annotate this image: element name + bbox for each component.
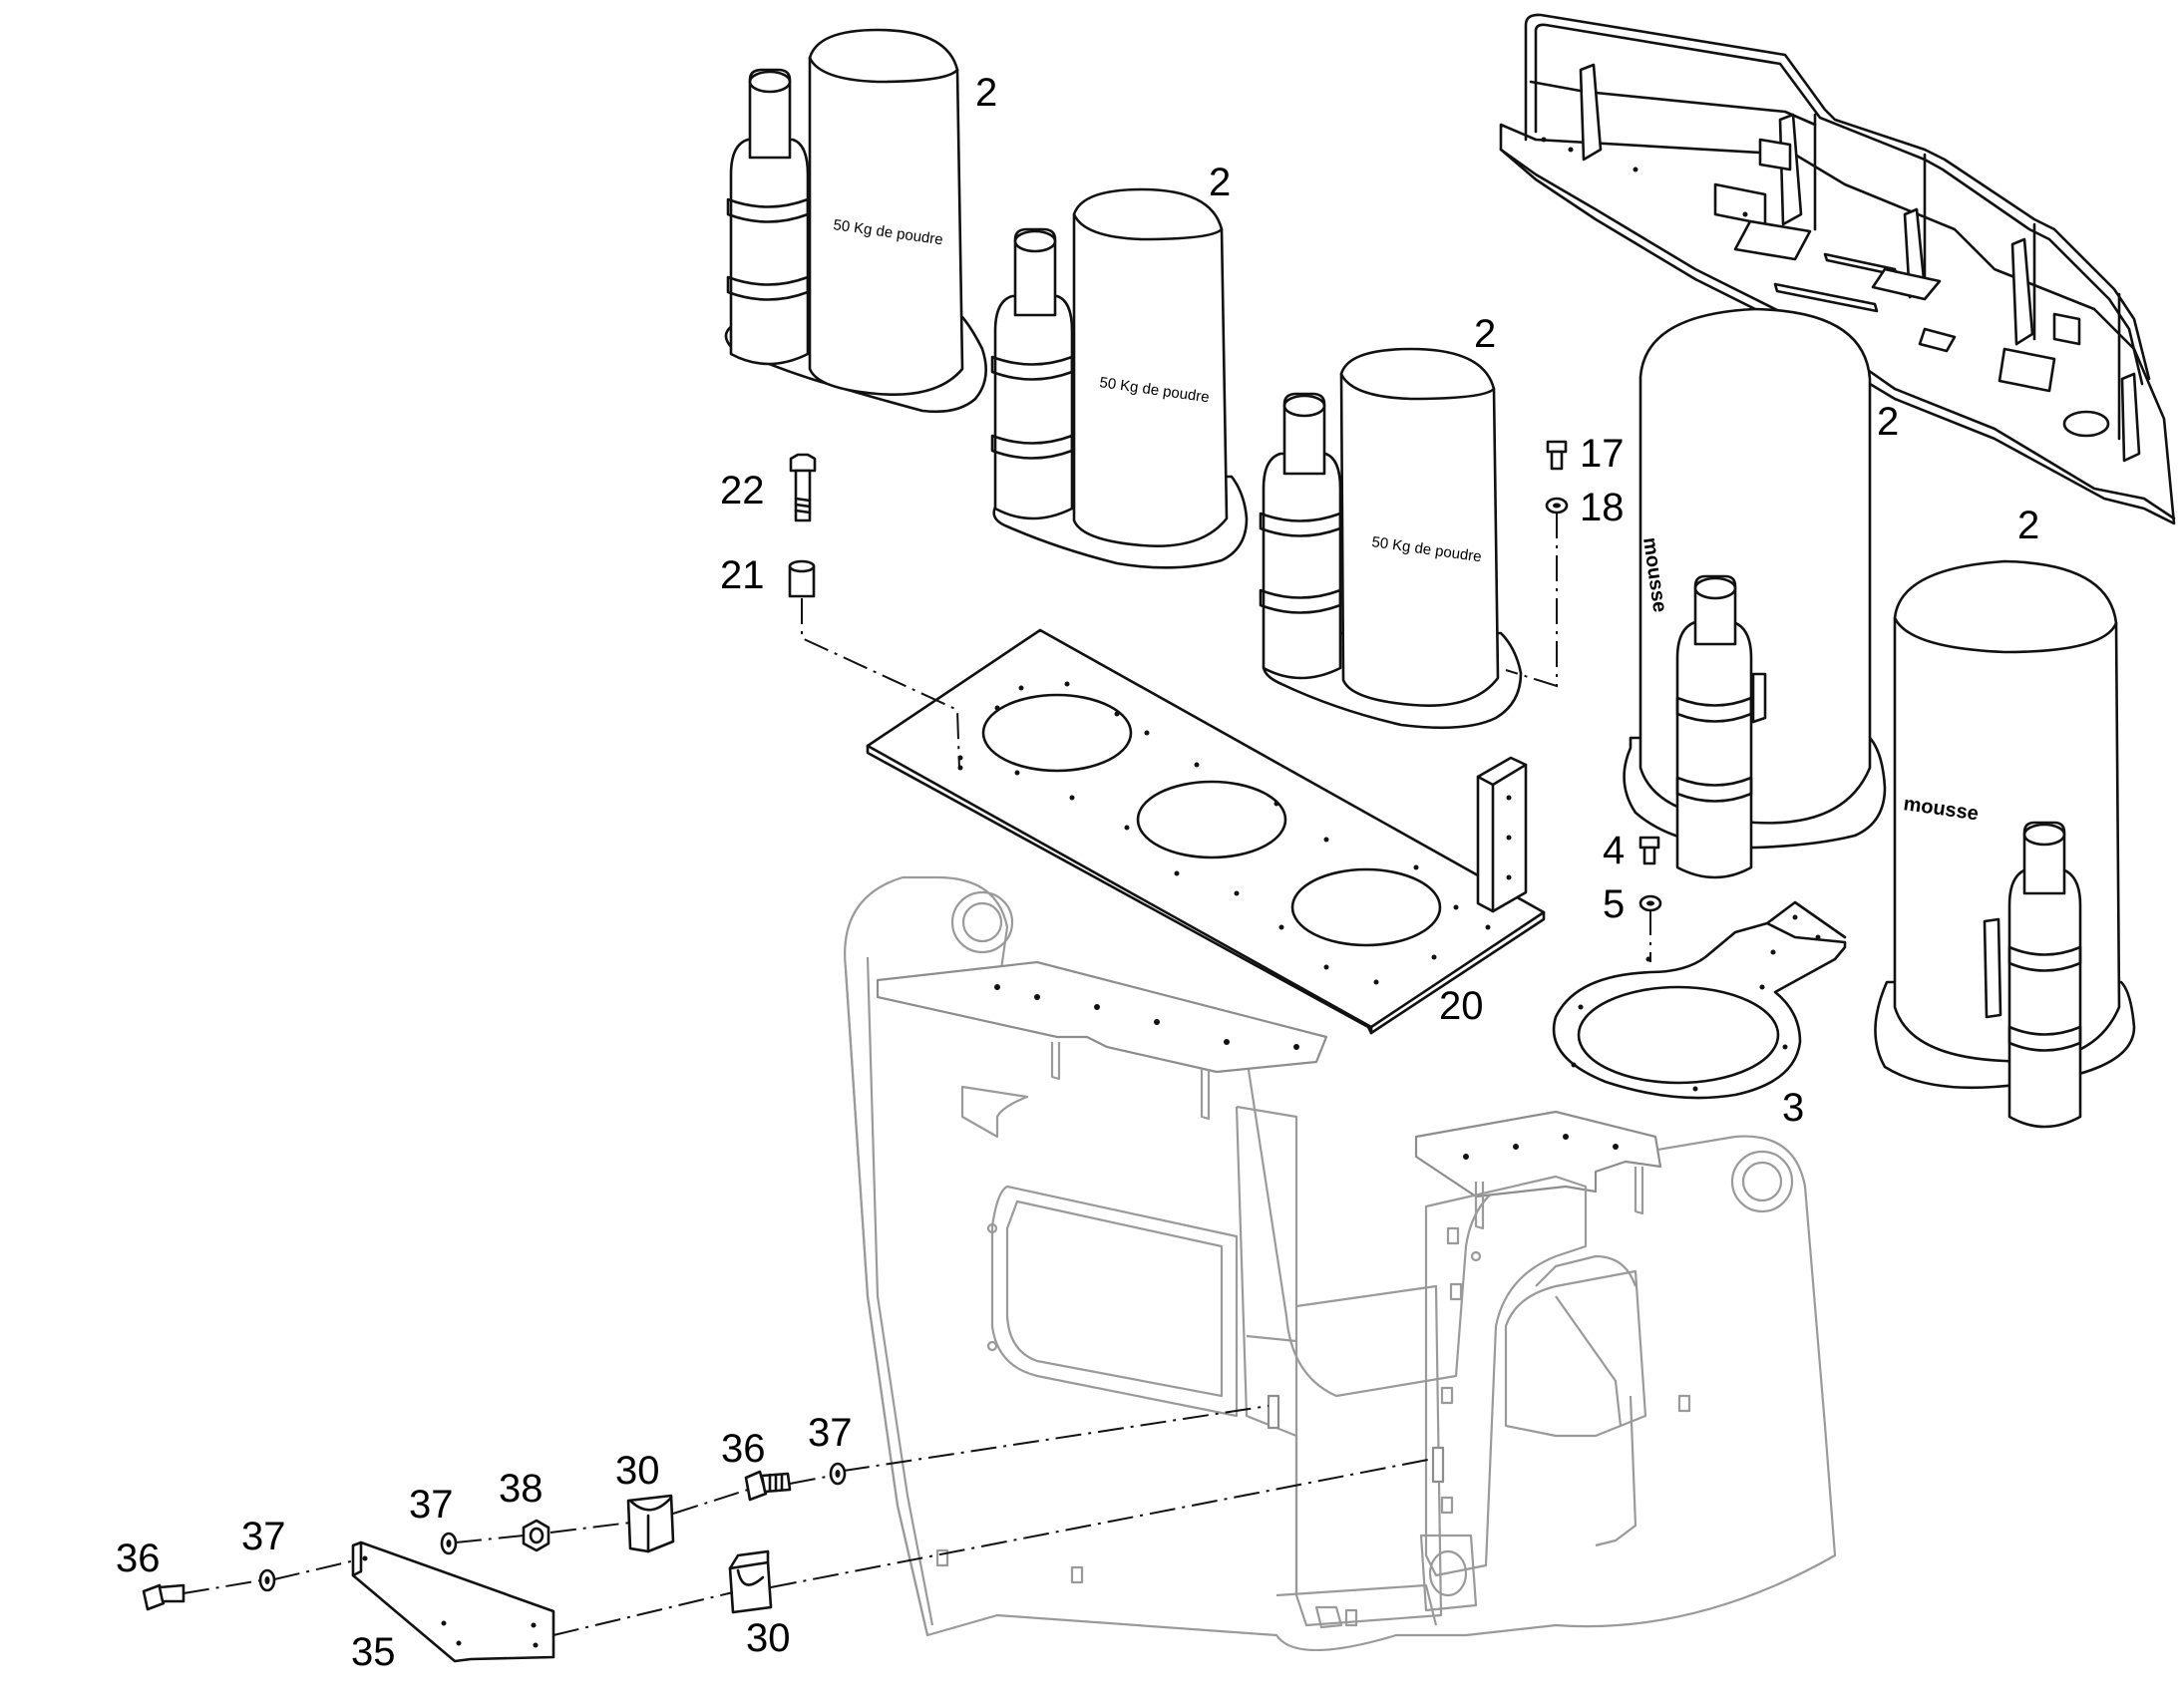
washer-37-mid [440, 1532, 458, 1555]
label-tank-2-e: 2 [2017, 504, 2039, 547]
spacer-21 [788, 559, 816, 598]
label-tank-2-a: 2 [975, 71, 997, 115]
washer-37-right [829, 1462, 847, 1486]
label-30-top: 30 [615, 1449, 660, 1493]
powder-tank-3: 50 Kg de poudre [1259, 347, 1523, 730]
bolt-36-left [142, 1583, 185, 1611]
label-tank-2-d: 2 [1877, 400, 1899, 444]
label-22: 22 [720, 469, 765, 512]
label-35: 35 [351, 1630, 396, 1674]
front-bumper [1499, 13, 2176, 525]
label-37-mid: 37 [409, 1483, 454, 1527]
foam-tank-1: mousse [1623, 307, 1887, 879]
washer-37-left [258, 1568, 276, 1592]
label-38: 38 [499, 1467, 544, 1511]
nut-38 [522, 1519, 550, 1552]
label-36-mid: 36 [721, 1427, 766, 1471]
foam-tank-2: mousse [1874, 559, 2136, 1129]
chassis-frame [844, 875, 1837, 1652]
label-21: 21 [720, 553, 765, 597]
bolt-22 [789, 453, 817, 522]
clamp-30-top [626, 1494, 675, 1553]
washer-5 [1638, 894, 1662, 912]
label-18: 18 [1580, 486, 1625, 529]
label-5: 5 [1603, 882, 1625, 926]
assembly-lines [182, 512, 1651, 1636]
label-4: 4 [1603, 829, 1625, 872]
clamp-30-bottom [728, 1549, 773, 1614]
part-labels: 2 2 2 2 2 22 21 17 18 20 4 5 3 36 37 35 … [116, 71, 2039, 1674]
mounting-plate [866, 628, 1546, 1035]
label-37-right: 37 [808, 1411, 853, 1455]
powder-tank-2: 50 Kg de poudre [990, 187, 1249, 569]
label-36-left: 36 [116, 1537, 161, 1580]
label-30-bottom: 30 [746, 1616, 791, 1660]
label-17: 17 [1580, 432, 1625, 476]
label-3: 3 [1782, 1086, 1804, 1130]
powder-tank-1: 50 Kg de poudre [724, 28, 988, 414]
tank-bracket [1552, 900, 1847, 1100]
label-37-left: 37 [241, 1515, 286, 1558]
bolt-36-mid [744, 1470, 792, 1502]
label-tank-2-b: 2 [1209, 161, 1231, 204]
washer-18 [1545, 497, 1569, 514]
label-tank-2-c: 2 [1474, 312, 1496, 356]
bolt-4 [1638, 836, 1660, 865]
label-20: 20 [1439, 984, 1484, 1028]
screw-17 [1546, 440, 1568, 471]
mounting-plate-35 [351, 1540, 555, 1663]
